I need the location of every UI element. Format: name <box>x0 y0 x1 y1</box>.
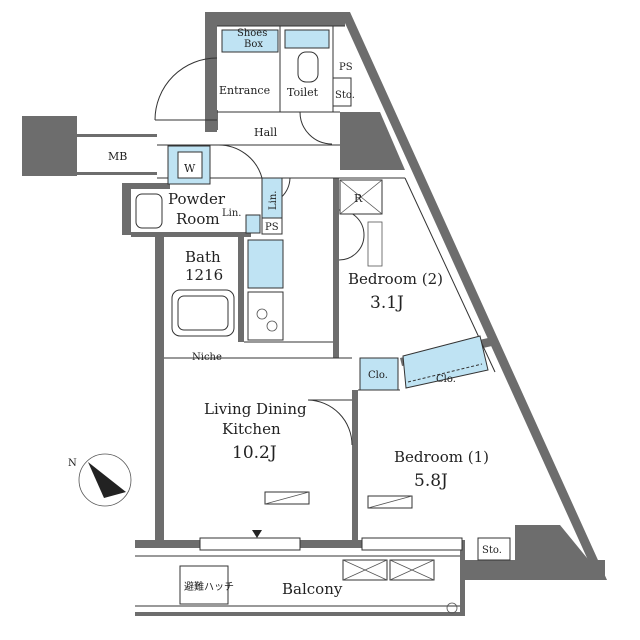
bath-label: Bath <box>185 248 221 266</box>
sto-bottom-label: Sto. <box>482 545 502 556</box>
lin-small-label: Lin. <box>222 208 241 219</box>
evacuation-hatch-label: 避難ハッチ <box>184 580 234 593</box>
hall-label: Hall <box>254 126 278 139</box>
lin-small-box <box>245 214 261 234</box>
mb-label: MB <box>108 150 127 163</box>
sink-counter <box>247 239 284 289</box>
bedroom2-area: 3.1J <box>370 293 404 313</box>
niche-label: Niche <box>192 352 222 363</box>
entrance-label: Entrance <box>219 84 270 97</box>
bedroom1-label: Bedroom (1) <box>394 448 489 466</box>
bath-size-label: 1216 <box>185 266 223 284</box>
toilet-label: Toilet <box>287 86 319 99</box>
washer-label: W <box>184 162 196 175</box>
ldk-label-1: Living Dining <box>204 400 307 418</box>
shoes-box-label-2: Box <box>244 39 263 50</box>
bedroom2-label: Bedroom (2) <box>348 270 443 288</box>
north-label: N <box>68 458 77 469</box>
clo-right-box <box>402 335 489 389</box>
ps-top-label: PS <box>339 62 353 73</box>
shoes-box <box>221 29 279 53</box>
walls <box>22 12 607 616</box>
ps-mid-box <box>261 217 283 235</box>
sto-top-box <box>332 77 352 107</box>
ldk-label-2: Kitchen <box>222 420 281 438</box>
refrigerator-label: R <box>354 192 363 205</box>
evacuation-hatch-box <box>179 565 229 605</box>
storage-fixtures <box>135 29 511 561</box>
north-arrow-icon <box>88 462 126 498</box>
ldk-area: 10.2J <box>232 443 277 463</box>
lin-vertical-label: Lin. <box>268 191 279 210</box>
bedroom1-area: 5.8J <box>414 471 448 491</box>
basin <box>135 193 163 229</box>
stove <box>247 291 284 341</box>
powder-room-label-1: Powder <box>168 190 226 208</box>
shoes-box-label-1: Shoes <box>237 28 267 39</box>
room-labels: Shoes Box PS Sto. Entrance Toilet Hall M… <box>108 28 502 598</box>
sto-top-label: Sto. <box>335 90 355 101</box>
clo-left-box <box>359 357 399 391</box>
toilet-fixture <box>284 29 330 49</box>
balcony-label: Balcony <box>282 580 343 598</box>
sto-bottom-box <box>477 537 511 561</box>
north-arrow: N <box>68 453 132 507</box>
ps-mid-label: PS <box>265 222 279 233</box>
clo-left-label: Clo. <box>368 370 388 381</box>
windows <box>179 491 463 614</box>
powder-room-label-2: Room <box>176 210 220 228</box>
clo-right-label: Clo. <box>436 374 456 385</box>
